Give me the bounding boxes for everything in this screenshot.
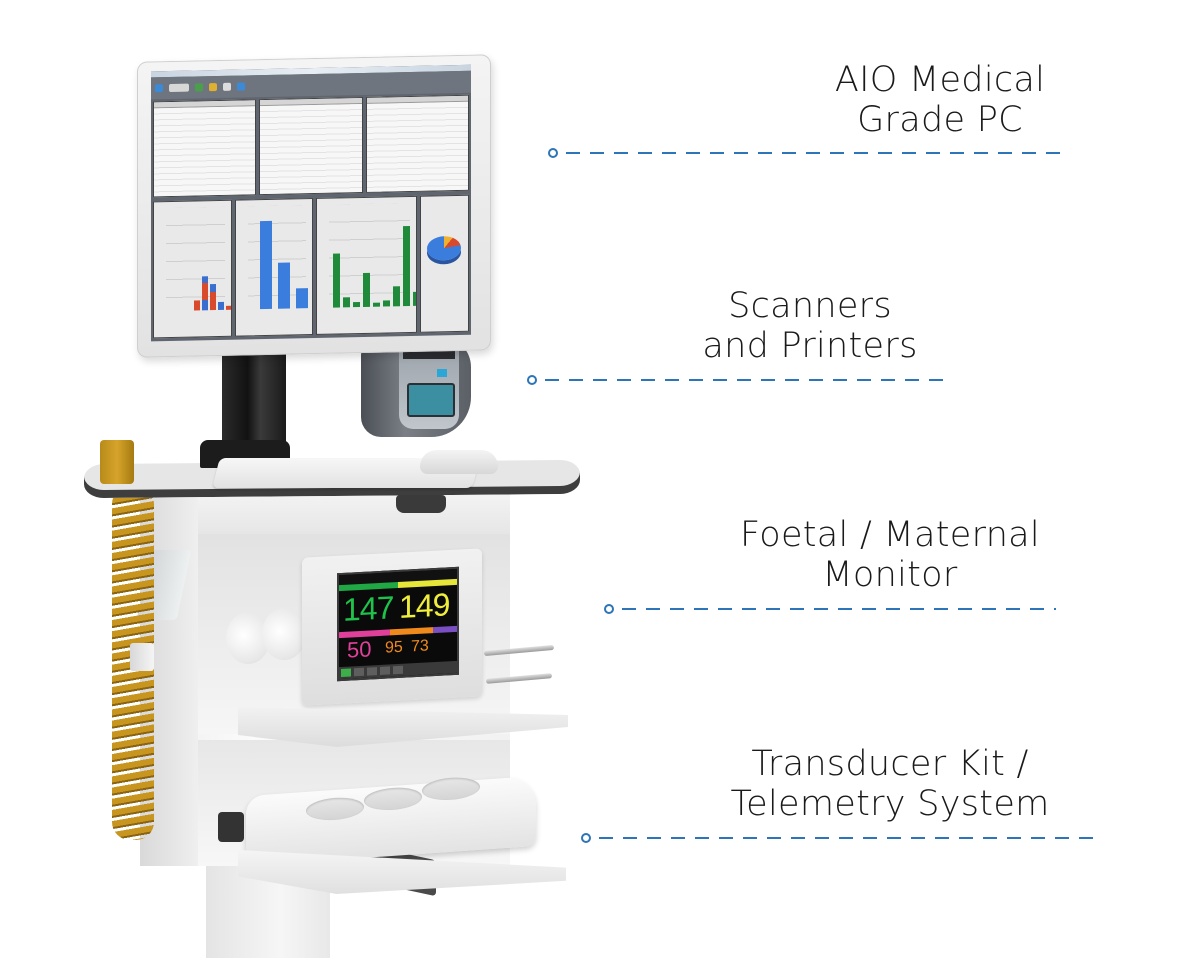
transducer-slot-1 xyxy=(306,795,364,822)
label-line: Foetal / Maternal xyxy=(740,515,1040,555)
fhr1-value: 147 xyxy=(343,589,394,628)
table-pane-2 xyxy=(259,96,363,196)
label-line: Telemetry System xyxy=(730,784,1050,824)
label-line: Scanners xyxy=(728,286,892,326)
dashed-line xyxy=(566,152,1068,154)
connector-dot-icon xyxy=(581,833,591,843)
dashed-line xyxy=(545,379,952,381)
label-line: Transducer Kit / xyxy=(751,744,1029,784)
label-scanners-and-printers: Scanners and Printers xyxy=(660,286,960,366)
printer-face xyxy=(399,341,459,429)
dashed-line xyxy=(622,608,1056,610)
table-pane-3 xyxy=(365,94,469,193)
table-pane-1 xyxy=(153,99,257,198)
connector-dot-icon xyxy=(527,375,537,385)
green-bar-chart xyxy=(316,195,417,335)
foetal-monitor-screen: 147 149 50 95 73 xyxy=(337,566,459,682)
foetal-monitor-shelf xyxy=(238,707,568,747)
transducer-latch xyxy=(218,812,244,842)
pie-chart xyxy=(419,194,470,333)
label-transducer-telemetry: Transducer Kit / Telemetry System xyxy=(705,744,1075,824)
label-line: Grade PC xyxy=(857,100,1023,140)
connector-dot-icon xyxy=(548,148,558,158)
cart-drawer xyxy=(198,494,510,534)
connector-dot-icon xyxy=(604,604,614,614)
connector-transducer xyxy=(581,833,1103,845)
label-line: and Printers xyxy=(702,326,918,366)
chart-panes xyxy=(153,194,470,339)
spo2-value: 95 xyxy=(385,638,403,657)
cable-sleeve xyxy=(130,643,154,671)
data-tables xyxy=(153,94,469,198)
blue-bar-chart xyxy=(234,198,314,337)
connector-scanners-printers xyxy=(527,375,952,387)
desk-latch xyxy=(396,495,446,513)
label-aio-medical-grade-pc: AIO Medical Grade PC xyxy=(790,60,1090,140)
scanner-printer xyxy=(353,337,475,449)
power-plug xyxy=(100,440,134,484)
dashed-line xyxy=(599,837,1103,839)
pulse-value: 73 xyxy=(411,637,429,656)
fhr2-value: 149 xyxy=(399,586,450,625)
printer-led xyxy=(437,369,447,377)
printer-display xyxy=(407,383,455,417)
aio-pc-monitor xyxy=(137,54,491,358)
mouse xyxy=(420,450,498,474)
probe-holder-2 xyxy=(262,608,306,660)
label-foetal-maternal-monitor: Foetal / Maternal Monitor xyxy=(710,515,1070,595)
transducer-slot-2 xyxy=(364,785,422,812)
label-line: AIO Medical xyxy=(834,60,1046,100)
label-line: Monitor xyxy=(822,555,958,595)
aio-pc-screen xyxy=(151,64,471,342)
maternal-hr-value: 50 xyxy=(347,636,372,663)
connector-aio-pc xyxy=(548,148,1068,160)
stacked-bar-chart xyxy=(153,199,232,339)
connector-foetal-monitor xyxy=(604,604,1056,616)
